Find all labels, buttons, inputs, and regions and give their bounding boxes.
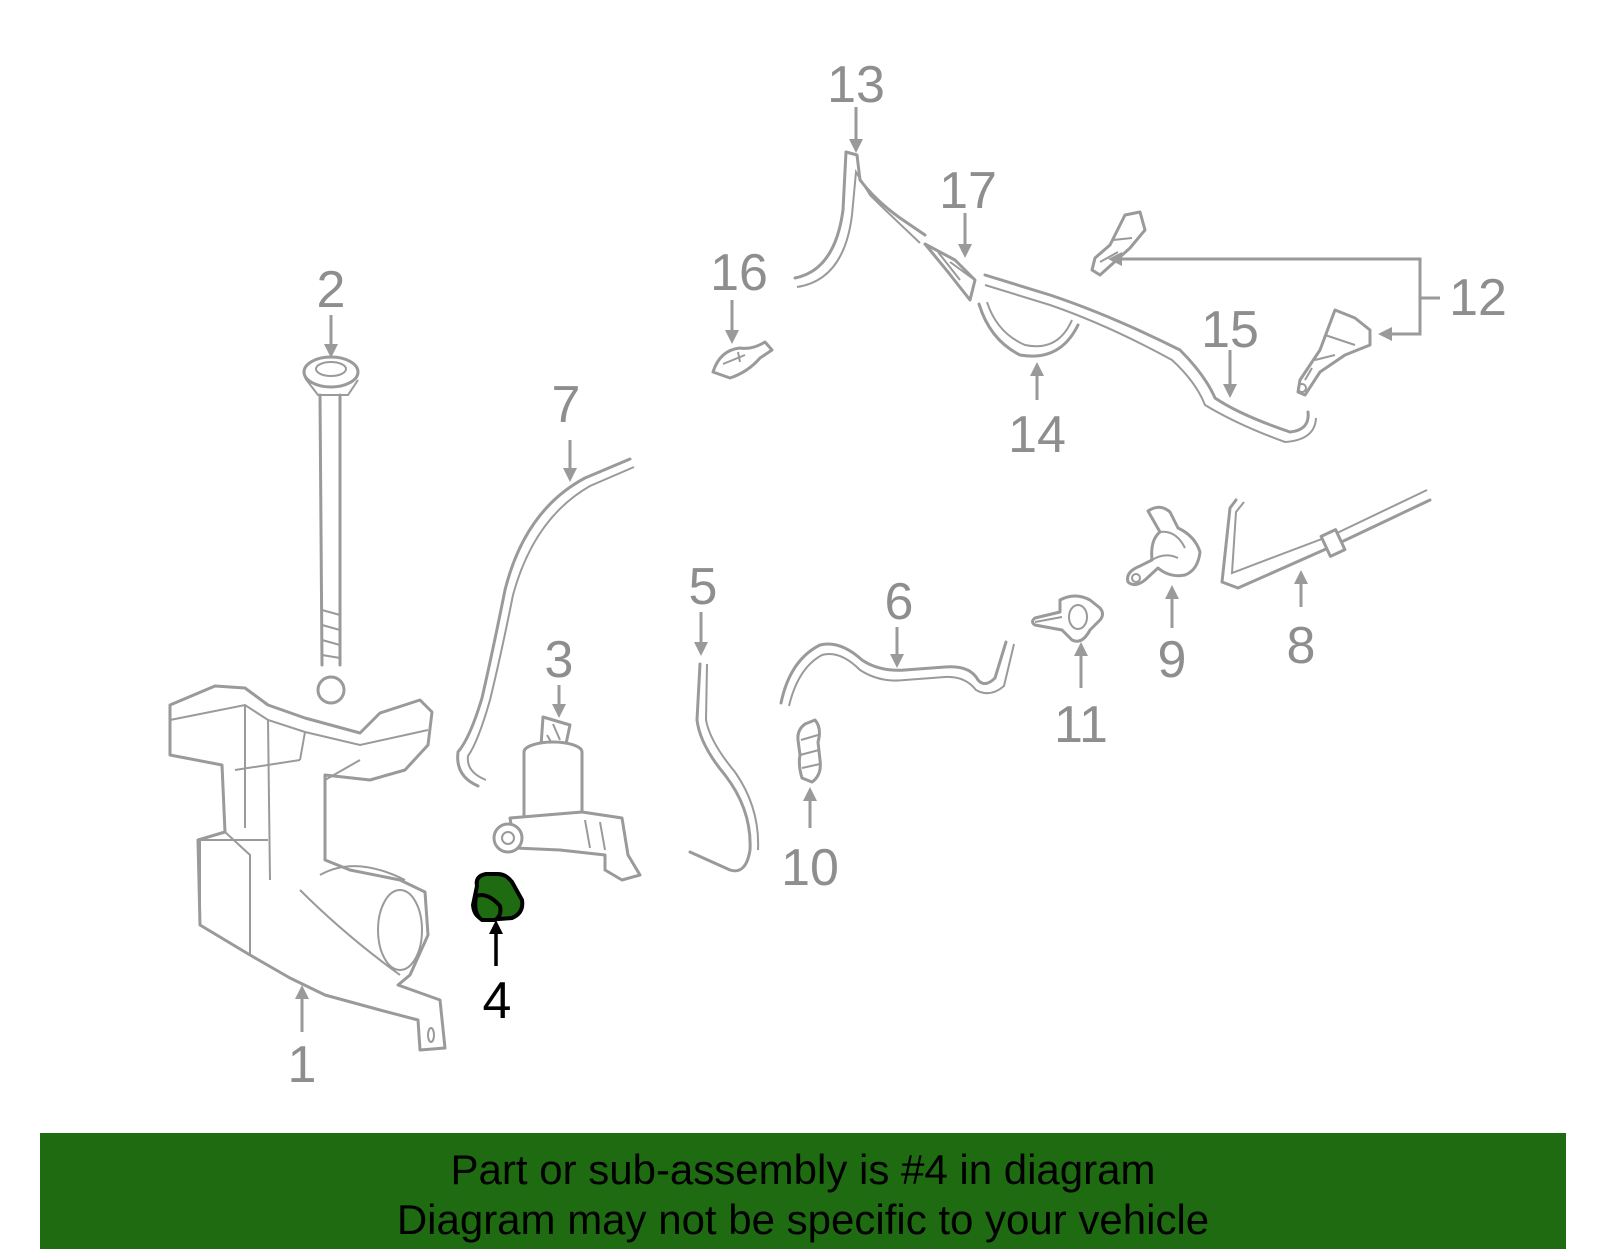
part-12-nozzle-lower — [1296, 308, 1372, 397]
callout-labels: 1 2 3 5 6 7 8 9 10 11 12 13 14 15 16 17 … — [288, 56, 1507, 1094]
callout-2: 2 — [317, 261, 346, 319]
part-12-bracket — [1108, 252, 1440, 341]
part-13-y-hose — [793, 150, 927, 288]
callout-5: 5 — [689, 558, 718, 616]
part-7-hose — [456, 457, 632, 788]
part-2-filler-cap — [302, 355, 360, 705]
info-banner: Part or sub-assembly is #4 in diagram Di… — [40, 1133, 1566, 1249]
leader-arrows — [295, 107, 1308, 1032]
part-6-hose — [779, 640, 1008, 705]
part-17-clip — [923, 242, 977, 302]
leader-arrow-4 — [489, 920, 503, 966]
callout-4: 4 — [483, 972, 512, 1030]
part-15-hose — [983, 273, 1310, 434]
part-10-connector — [796, 718, 822, 784]
callout-8: 8 — [1287, 617, 1316, 675]
part-3-pump — [492, 715, 642, 882]
part-8-tube — [1220, 498, 1432, 590]
banner-line-part-number: Part or sub-assembly is #4 in diagram — [450, 1146, 1156, 1193]
part-6-hose-edge — [788, 643, 1015, 707]
part-5-hose — [688, 662, 752, 873]
part-7-hose-edge — [466, 466, 635, 781]
part-9-nozzle — [1126, 505, 1202, 587]
part-12-nozzle-upper — [1090, 210, 1147, 277]
callout-11: 11 — [1054, 696, 1108, 754]
callout-15: 15 — [1201, 301, 1259, 359]
callout-17: 17 — [939, 162, 997, 220]
part-1-reservoir — [168, 684, 447, 1052]
part-14-loop-hose — [977, 302, 1080, 358]
callout-13: 13 — [827, 56, 885, 114]
part-8-tube-edge — [1230, 489, 1428, 575]
callout-1: 1 — [288, 1036, 317, 1094]
callout-10: 10 — [781, 839, 839, 897]
part-5-hose-edge — [704, 663, 760, 851]
banner-line-disclaimer: Diagram may not be specific to your vehi… — [396, 1196, 1210, 1243]
callout-9: 9 — [1158, 631, 1187, 689]
part-11-check-valve — [1031, 594, 1104, 643]
part-14-loop-hose-edge — [986, 301, 1073, 348]
part-4-grommet-highlighted[interactable] — [471, 872, 525, 922]
part-15-hose-edge — [984, 284, 1317, 444]
part-16-clip — [711, 340, 774, 380]
callout-12: 12 — [1449, 269, 1507, 327]
callout-7: 7 — [552, 376, 581, 434]
part-8-connector — [1319, 528, 1347, 558]
callout-14: 14 — [1008, 406, 1066, 464]
callout-3: 3 — [545, 631, 574, 689]
parts-diagram: 1 2 3 5 6 7 8 9 10 11 12 13 14 15 16 17 … — [168, 56, 1507, 1094]
callout-16: 16 — [710, 244, 768, 302]
callout-6: 6 — [885, 573, 914, 631]
